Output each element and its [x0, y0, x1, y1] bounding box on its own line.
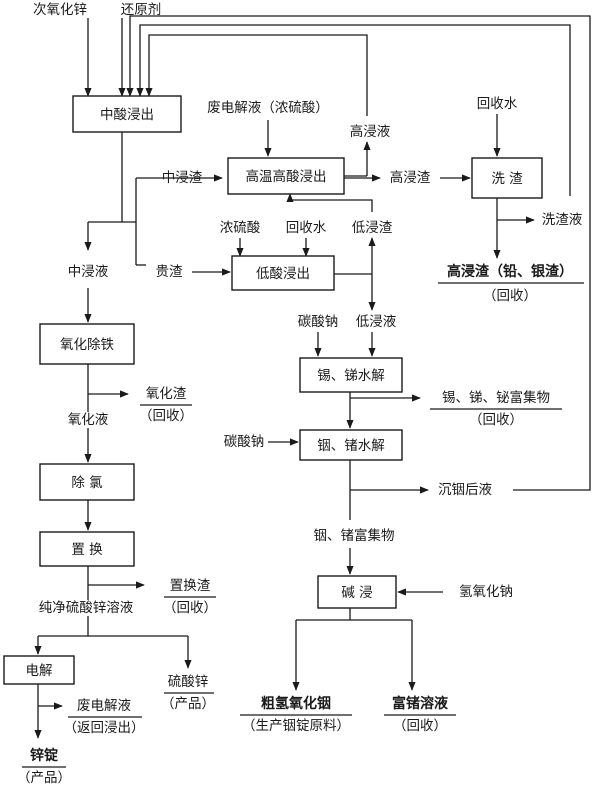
- label-recycle-water: 回收水: [286, 220, 327, 236]
- label-oxide-slag: 氧化渣: [146, 386, 187, 402]
- input-labels: 次氧化锌 还原剂: [33, 2, 161, 18]
- label-sodium-carbonate-2: 碳酸钠: [224, 434, 265, 450]
- box-oxidize-fe: 氧化除铁: [39, 323, 135, 365]
- label-zinc-ingot-product: （产品）: [17, 770, 71, 786]
- flow-labels: 废电解液（浓硫酸） 高浸液 回收水 中浸渣 高浸渣 洗渣液 浓硫酸 回收水 低浸…: [17, 96, 583, 786]
- label-low-liquor: 低浸液: [356, 314, 397, 330]
- box-replace-label: 置 换: [71, 542, 103, 558]
- label-wash-liquor: 洗渣液: [542, 212, 583, 228]
- label-noble-residue: 贵渣: [156, 264, 183, 280]
- box-electrolysis-label: 电解: [26, 663, 53, 679]
- label-znso4-product: （产品）: [161, 696, 215, 712]
- label-neutral-residue: 中浸渣: [162, 170, 203, 186]
- box-hot-acid-leach-label: 高温高酸浸出: [246, 168, 327, 185]
- label-oxidized-liquor: 氧化液: [68, 412, 109, 428]
- box-wash-label: 洗 渣: [491, 171, 523, 187]
- label-high-leach-liquor: 高浸液: [350, 123, 391, 140]
- label-znso4: 硫酸锌: [168, 674, 209, 690]
- label-rich-ge-recycle: （回收）: [393, 718, 447, 734]
- box-electrolysis: 电解: [3, 655, 75, 685]
- box-neutral-leach: 中酸浸出: [72, 95, 182, 133]
- label-replace-slag-recycle: （回收）: [163, 600, 217, 616]
- label-zinc-ingot: 锌锭: [30, 747, 58, 764]
- label-high-residue-title: 高浸渣（铅、银渣）: [447, 263, 573, 280]
- box-in-ge-hydrolysis: 铟、锗水解: [299, 429, 403, 461]
- box-low-acid-leach: 低酸浸出: [231, 255, 335, 291]
- label-sn-sb-bi: 锡、锑、铋富集物: [442, 389, 550, 406]
- box-remove-cl-label: 除 氯: [71, 475, 103, 491]
- box-alkali-leach-label: 碱 浸: [341, 585, 372, 601]
- label-underlines: [22, 282, 584, 768]
- label-high-residue-arrow: 高浸渣: [390, 169, 431, 186]
- box-in-ge-hydrolysis-label: 铟、锗水解: [317, 438, 385, 454]
- box-oxidize-fe-label: 氧化除铁: [60, 337, 114, 353]
- label-sodium-hydroxide: 氢氧化钠: [459, 584, 513, 600]
- box-tin-hydrolysis: 锡、锑水解: [299, 357, 403, 393]
- label-crude-in-hydroxide: 粗氢氧化铟: [261, 695, 331, 712]
- label-sn-sb-bi-recycle: （回收）: [469, 412, 523, 428]
- box-tin-hydrolysis-label: 锡、锑水解: [317, 368, 385, 384]
- connector-lines: [34, 15, 591, 739]
- label-conc-acid: 浓硫酸: [220, 220, 261, 236]
- label-reductant: 还原剂: [121, 2, 162, 18]
- label-replace-slag: 置换渣: [170, 578, 211, 594]
- label-low-residue: 低浸渣: [352, 220, 393, 236]
- label-oxide-slag-recycle: （回收）: [139, 408, 193, 424]
- label-in-ge-conc: 铟、锗富集物: [314, 527, 395, 544]
- label-zinc-oxide: 次氧化锌: [33, 2, 87, 18]
- box-wash: 洗 渣: [471, 157, 543, 199]
- label-return-leach: （返回浸出）: [64, 720, 145, 736]
- box-alkali-leach: 碱 浸: [317, 575, 397, 609]
- label-rich-ge-liquor: 富锗溶液: [392, 695, 449, 712]
- box-replace: 置 换: [39, 531, 135, 567]
- box-low-acid-leach-label: 低酸浸出: [256, 266, 310, 282]
- label-spent-electrolyte-2: 废电解液: [77, 698, 131, 714]
- box-remove-cl: 除 氯: [39, 463, 135, 501]
- label-neutral-liquor: 中浸液: [68, 264, 109, 280]
- label-post-in-liquor: 沉铟后液: [438, 482, 492, 498]
- box-neutral-leach-label: 中酸浸出: [100, 107, 154, 123]
- label-sodium-carbonate-1: 碳酸钠: [298, 314, 339, 330]
- label-spent-electrolyte: 废电解液（浓硫酸）: [207, 100, 329, 116]
- label-pure-znso4: 纯净硫酸锌溶液: [39, 600, 134, 616]
- label-in-raw-material: （生产铟锭原料）: [242, 718, 350, 734]
- label-high-residue-recycle: （回收）: [483, 288, 537, 304]
- box-hot-acid-leach: 高温高酸浸出: [227, 157, 345, 195]
- label-recycle-water-top: 回收水: [477, 96, 518, 112]
